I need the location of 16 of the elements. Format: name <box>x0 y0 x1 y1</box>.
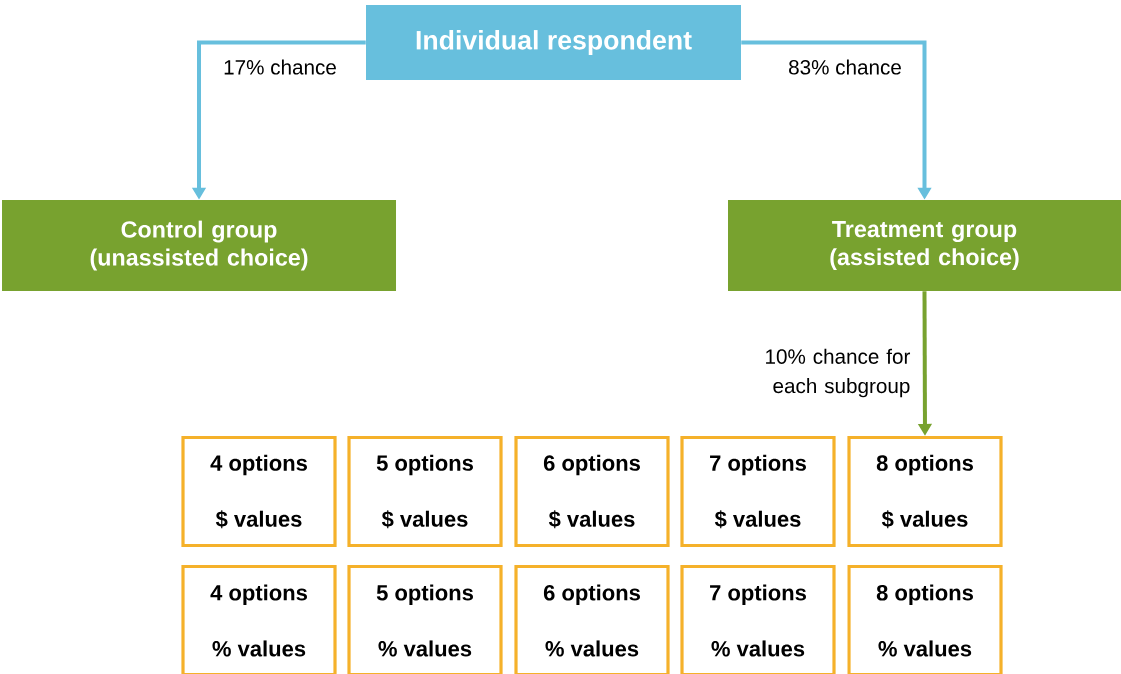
respondent-box: Individual respondent <box>366 5 741 80</box>
group-box: Control group (unassisted choice) <box>2 200 396 291</box>
subgroup-box: 6 options $ values <box>514 435 670 548</box>
edge-label: 10% chance for each subgroup <box>766 348 911 398</box>
edge-label: 17% chance <box>224 59 336 75</box>
subgroup-box: 6 options % values <box>514 564 670 674</box>
group-box: Treatment group (assisted choice) <box>728 200 1121 291</box>
subgroup-box: 5 options % values <box>347 564 503 674</box>
subgroup-box: 4 options % values <box>181 564 337 674</box>
edge-label: 83% chance <box>789 59 901 75</box>
subgroup-box: 8 options $ values <box>847 435 1003 548</box>
subgroup-box: 8 options % values <box>847 564 1003 674</box>
subgroup-box: 4 options $ values <box>181 435 337 548</box>
subgroup-box: 7 options % values <box>680 564 836 674</box>
subgroup-box: 5 options $ values <box>347 435 503 548</box>
subgroup-box: 7 options $ values <box>680 435 836 548</box>
